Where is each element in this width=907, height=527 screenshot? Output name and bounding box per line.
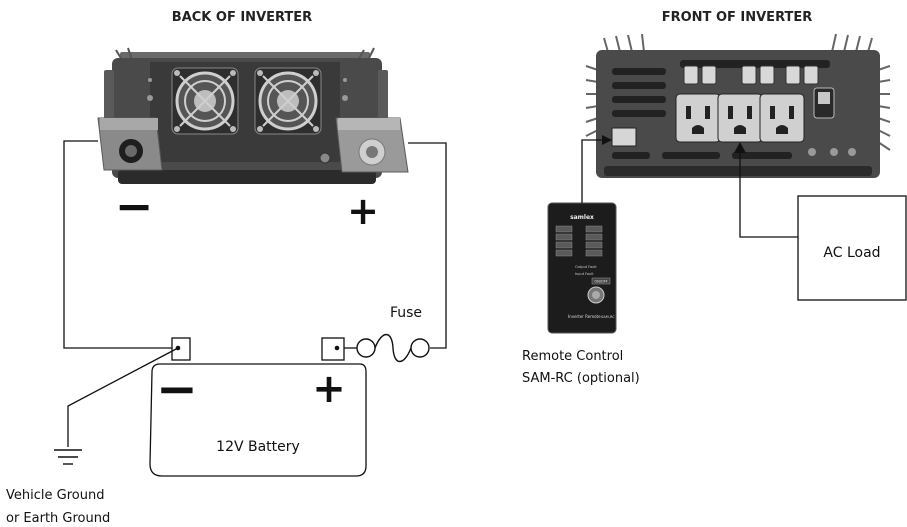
inverter-negative-sign: − xyxy=(115,179,154,233)
ac-load-cable xyxy=(739,150,798,238)
ground-label-line1: Vehicle Ground xyxy=(6,488,104,503)
remote-brand: samlex xyxy=(570,214,594,221)
ac-outlet-icon xyxy=(675,93,721,143)
ground-wire xyxy=(67,347,179,447)
positive-wire xyxy=(408,142,447,349)
battery-positive-sign: + xyxy=(312,366,346,412)
remote-status-output: Output Fault xyxy=(575,265,597,269)
ac-load-label: AC Load xyxy=(823,245,880,261)
remote-onoff-label: ON/OFF xyxy=(594,280,607,284)
remote-cable xyxy=(581,139,606,203)
battery-negative-sign: − xyxy=(156,360,198,418)
inverter-back xyxy=(97,47,409,184)
ac-load-cable-arrow xyxy=(734,142,746,153)
remote-label-line1: Remote Control xyxy=(522,349,623,364)
remote-control-panel: samlex Output Fault Input Fault ON/OFF I… xyxy=(547,202,617,334)
remote-port xyxy=(611,127,637,147)
remote-status-input: Input Fault xyxy=(575,272,594,276)
battery xyxy=(149,337,367,477)
fuse-label: Fuse xyxy=(390,305,422,321)
fuse-icon xyxy=(356,333,430,363)
remote-cable-arrow xyxy=(602,135,612,145)
cooling-fan-icon xyxy=(171,67,239,135)
inverter-front xyxy=(585,33,891,178)
inverter-negative-terminal xyxy=(97,117,163,171)
cooling-fan-icon xyxy=(254,67,322,135)
ac-outlet-icon xyxy=(759,93,805,143)
remote-model: SAM-RC xyxy=(601,315,615,319)
battery-label: 12V Battery xyxy=(216,439,300,455)
negative-wire xyxy=(63,140,172,349)
remote-label-line2: SAM-RC (optional) xyxy=(522,371,640,386)
ground-label-line2: or Earth Ground xyxy=(6,511,110,526)
heading-front-of-inverter: FRONT OF INVERTER xyxy=(662,10,813,25)
ac-load-box xyxy=(797,195,907,301)
ground-symbol-icon xyxy=(54,449,82,465)
ac-outlet-icon xyxy=(717,93,763,143)
inverter-positive-terminal xyxy=(335,117,409,173)
inverter-positive-sign: + xyxy=(347,189,379,233)
heading-back-of-inverter: BACK OF INVERTER xyxy=(172,10,312,25)
remote-title: Inverter Remote xyxy=(568,314,601,319)
